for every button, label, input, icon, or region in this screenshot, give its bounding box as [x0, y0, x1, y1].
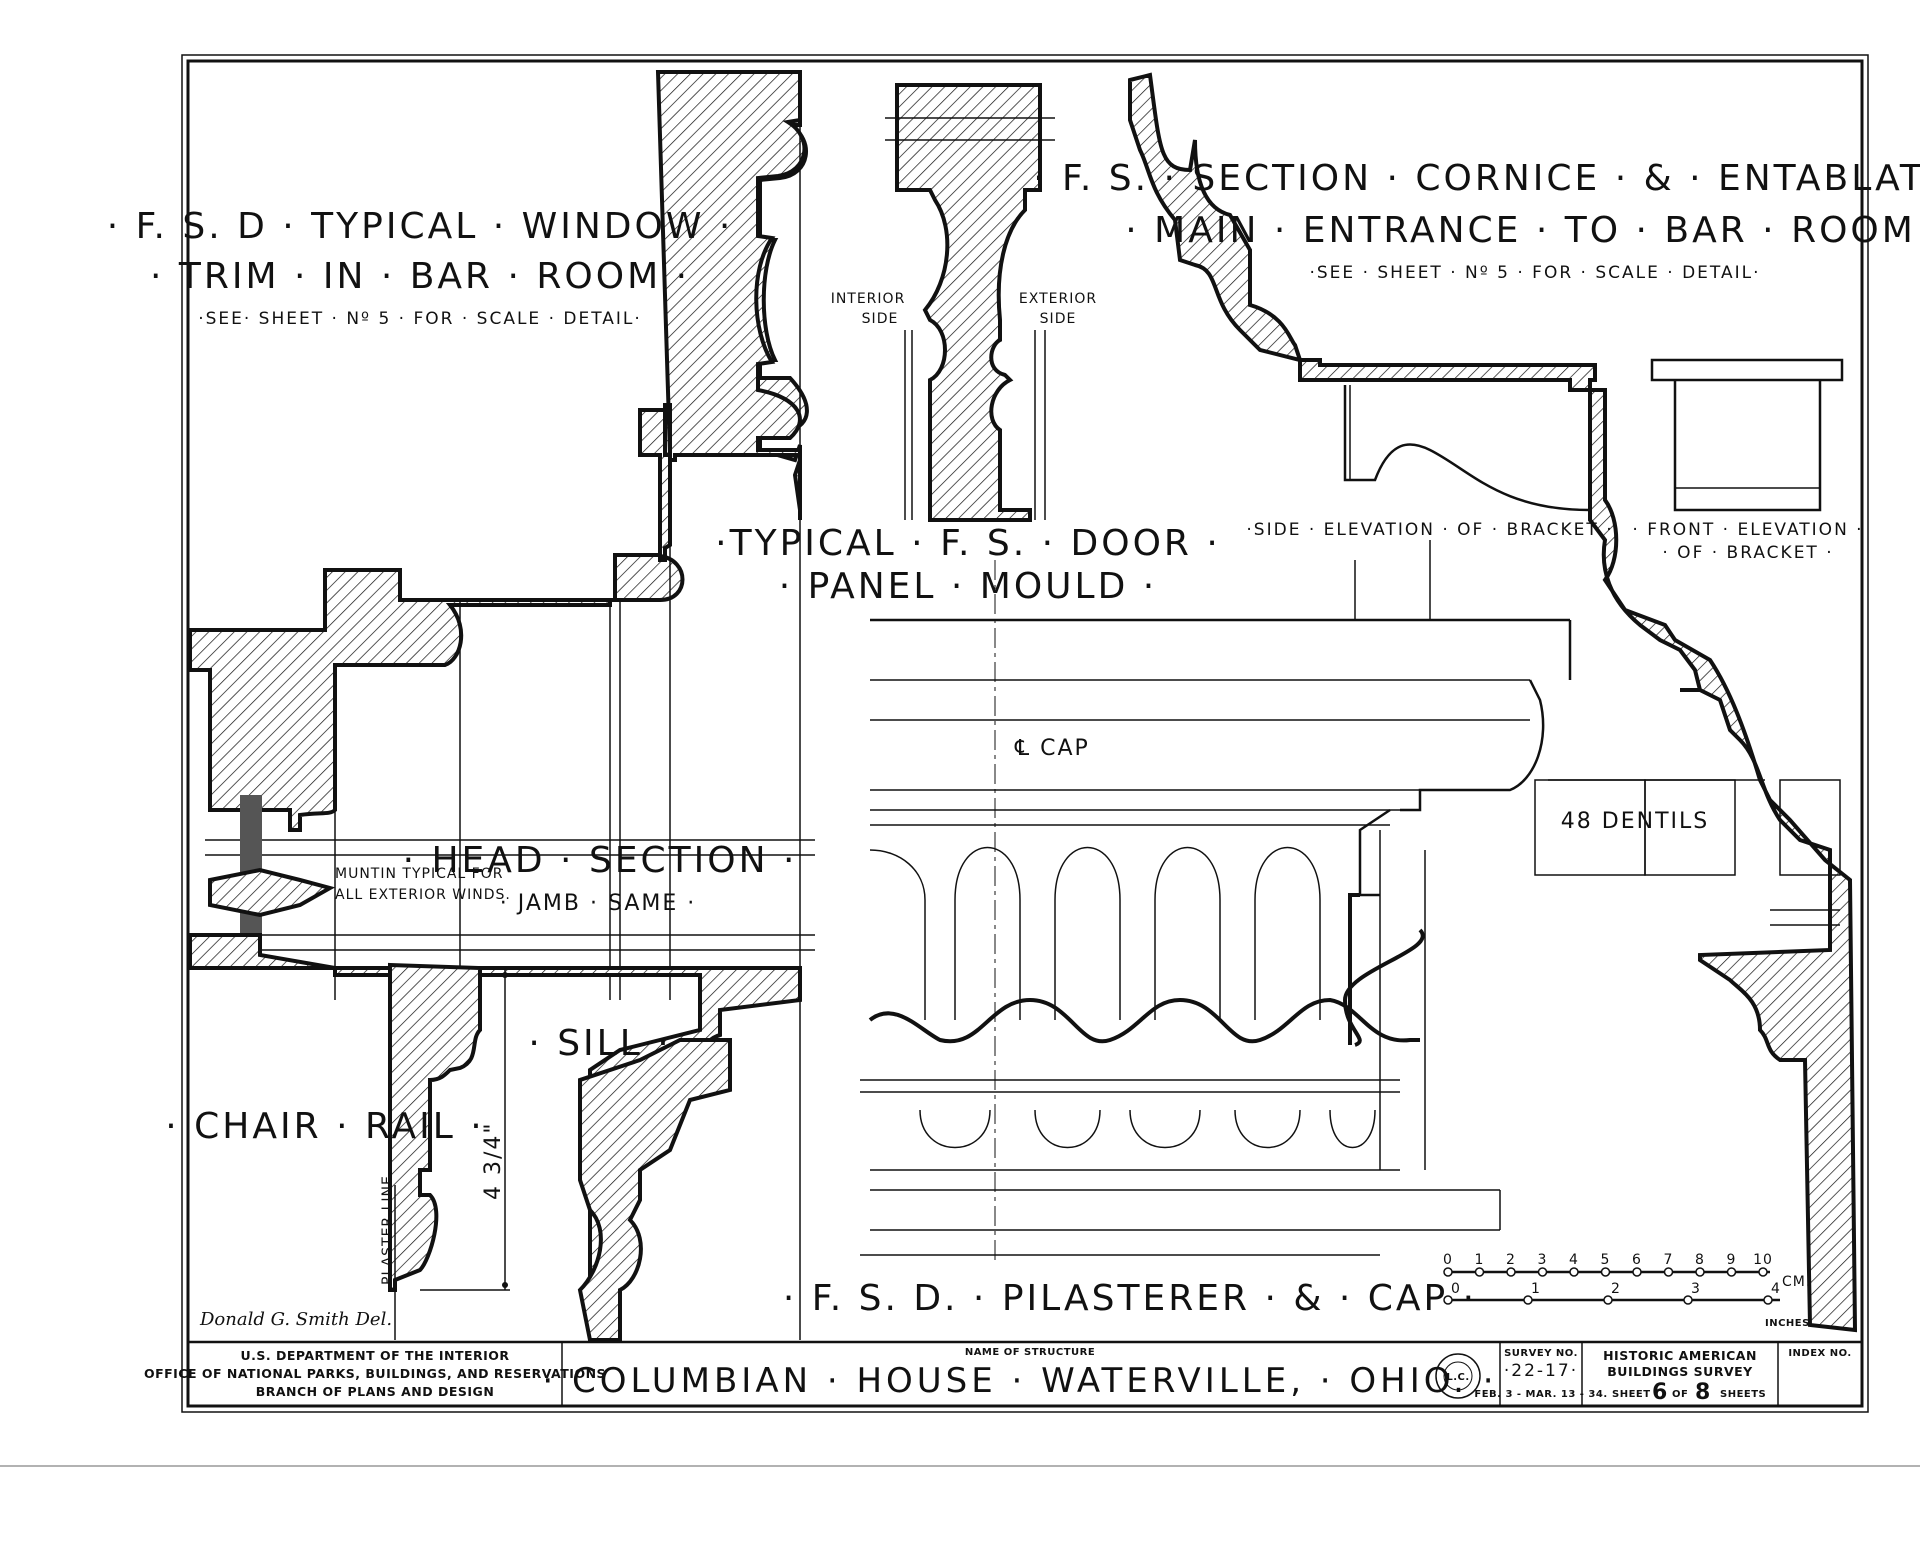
agency-line-3: BRANCH OF PLANS AND DESIGN	[256, 1384, 495, 1399]
window-trim-detail	[188, 70, 815, 1342]
of-word: OF	[1672, 1389, 1688, 1400]
exterior-side-label-2: SIDE	[1040, 311, 1077, 327]
scale-cm-tick-label: 0	[1443, 1252, 1453, 1268]
door-panel-mould-detail	[885, 83, 1055, 522]
scale-inch-tick-label: 4	[1771, 1281, 1781, 1297]
scale-cm-tick-label: 9	[1727, 1252, 1737, 1268]
scale-cm-tick-label: 4	[1569, 1252, 1579, 1268]
agency-line-2: OFFICE OF NATIONAL PARKS, BUILDINGS, AND…	[144, 1366, 606, 1381]
window-trim-note: ·SEE· SHEET · Nº 5 · FOR · SCALE · DETAI…	[198, 309, 642, 329]
sheet-total: 8	[1695, 1380, 1712, 1405]
seal-text: L.C.	[1446, 1372, 1469, 1383]
structure-name: · COLUMBIAN · HOUSE · WATERVILLE, · OHIO…	[542, 1361, 1497, 1401]
drafter-signature: Donald G. Smith Del.	[199, 1309, 392, 1330]
front-bracket-label-1: · FRONT · ELEVATION ·	[1632, 520, 1863, 540]
front-bracket-label-2: · OF · BRACKET ·	[1662, 543, 1833, 563]
scale-cm-tick-label: 8	[1695, 1252, 1705, 1268]
agency-line-1: U.S. DEPARTMENT OF THE INTERIOR	[240, 1348, 509, 1363]
scale-cm-tick	[1537, 1267, 1548, 1277]
interior-side-label-1: INTERIOR	[831, 291, 906, 307]
scale-cm-tick-label: 5	[1601, 1252, 1611, 1268]
scale-cm-tick	[1695, 1267, 1705, 1277]
sheet-border-inner	[186, 59, 1864, 1408]
survey-dates: FEB. 3 - MAR. 13 - 34.	[1474, 1389, 1607, 1400]
scale-cm-unit: CM.	[1782, 1274, 1811, 1290]
scale-inch-tick-label: 3	[1691, 1281, 1701, 1297]
scale-cm-tick	[1758, 1267, 1768, 1277]
head-section-label: · HEAD · SECTION ·	[403, 840, 798, 881]
scale-cm-tick	[1569, 1267, 1579, 1277]
scale-cm-tick	[1443, 1267, 1453, 1277]
scale-cm-tick-label: 7	[1664, 1252, 1674, 1268]
exterior-side-label-1: EXTERIOR	[1019, 291, 1097, 307]
dentils-label: 48 DENTILS	[1561, 809, 1709, 834]
scale-cm-tick	[1632, 1267, 1642, 1277]
scale-inch-tick	[1443, 1295, 1453, 1305]
pilaster-cap-detail	[860, 560, 1572, 1265]
scale-inch-tick	[1523, 1295, 1533, 1305]
scale-cm-tick-label: 2	[1506, 1252, 1516, 1268]
scale-cm-tick	[1663, 1267, 1674, 1277]
sheets-word: SHEETS	[1720, 1389, 1766, 1400]
side-bracket-label: ·SIDE · ELEVATION · OF · BRACKET ·	[1246, 520, 1613, 540]
name-of-structure-label: NAME OF STRUCTURE	[965, 1347, 1095, 1358]
scale-inch-tick	[1763, 1295, 1773, 1305]
scale-cm-tick-label: 3	[1538, 1252, 1548, 1268]
scale-cm-tick-label: 1	[1475, 1252, 1485, 1268]
scale-cm-tick	[1600, 1267, 1611, 1277]
muntin-note-2: ALL EXTERIOR WINDS.	[335, 887, 511, 903]
sheet-word: SHEET	[1612, 1389, 1651, 1400]
door-panel-title-1: ·TYPICAL · F. S. · DOOR ·	[715, 523, 1221, 564]
index-no-label: INDEX NO.	[1788, 1348, 1851, 1359]
scale-cm-tick-label: 6	[1632, 1252, 1642, 1268]
cap-centerline-label: ℄ CAP	[1014, 736, 1090, 761]
scale-cm-tick-label: 10	[1753, 1252, 1773, 1268]
muntin-note-1: MUNTIN TYPICAL FOR	[335, 866, 503, 882]
seal-icon	[1435, 1353, 1481, 1399]
cornice-title-1: · F. S. · SECTION · CORNICE · & · ENTABL…	[1033, 158, 1920, 199]
scale-cm-tick	[1506, 1267, 1516, 1277]
sheet-border	[181, 54, 1869, 1413]
window-trim-title-1: · F. S. D · TYPICAL · WINDOW ·	[107, 206, 734, 247]
door-panel-title-2: · PANEL · MOULD ·	[779, 566, 1157, 607]
plaster-line-label: PLASTER LINE	[380, 1175, 396, 1285]
scale-cm-tick	[1474, 1267, 1485, 1277]
scale-inch-unit: INCHES	[1765, 1318, 1810, 1329]
sill-label: · SILL ·	[528, 1023, 671, 1064]
cornice-title-2: · MAIN · ENTRANCE · TO · BAR · ROOM ·	[1125, 210, 1920, 251]
window-trim-title-2: · TRIM · IN · BAR · ROOM ·	[150, 256, 690, 297]
scale-inch-tick	[1603, 1295, 1613, 1305]
interior-side-label-2: SIDE	[862, 311, 899, 327]
program-line-2: BUILDINGS SURVEY	[1607, 1364, 1753, 1379]
sheet-number: 6	[1652, 1380, 1669, 1405]
pilaster-title: · F. S. D. · PILASTERER · & · CAP ·	[783, 1278, 1477, 1319]
jamb-same-label: · JAMB · SAME ·	[500, 891, 696, 916]
scale-cm-tick	[1726, 1267, 1737, 1277]
cornice-note: ·SEE · SHEET · Nº 5 · FOR · SCALE · DETA…	[1309, 263, 1760, 283]
scale-inch-tick-label: 0	[1451, 1281, 1461, 1297]
chair-rail-label: · CHAIR · RAIL ·	[165, 1106, 484, 1147]
chair-rail-dimension: 4 3/4"	[481, 1121, 506, 1200]
scale-inch-tick	[1683, 1295, 1693, 1305]
program-line-1: HISTORIC AMERICAN	[1603, 1348, 1757, 1363]
scale-inch-tick-label: 1	[1531, 1281, 1541, 1297]
survey-no-label: SURVEY NO.	[1504, 1348, 1578, 1359]
title-block: L.C. U.S. DEPARTMENT OF THE INTERIOR OFF…	[144, 1340, 1862, 1406]
survey-no-value: ·22-17·	[1504, 1361, 1578, 1381]
scale-inch-tick-label: 2	[1611, 1281, 1621, 1297]
cornice-section-detail	[1128, 72, 1858, 1333]
